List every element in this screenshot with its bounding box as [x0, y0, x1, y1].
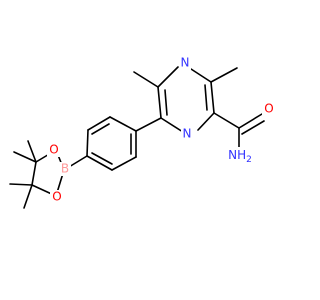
bond [27, 140, 37, 163]
atom-label-layer: N N O NH2 B O O [47, 56, 276, 204]
bond [197, 112, 215, 131]
bond [9, 183, 33, 186]
oxygen-atom-label: O [49, 143, 58, 157]
bond [111, 156, 137, 171]
bond [109, 116, 137, 132]
boron-atom-label: B [61, 162, 69, 176]
bond [31, 161, 37, 186]
oxygen-atom-label: O [264, 102, 273, 116]
amide-nh2-label: NH2 [228, 148, 252, 165]
bond [210, 67, 238, 83]
bond [91, 152, 113, 165]
nh-text: NH [228, 148, 246, 162]
bond [238, 113, 263, 129]
nitrogen-atom-label: N [181, 56, 190, 70]
bond [241, 120, 265, 135]
bond-layer [9, 66, 265, 209]
bond [133, 71, 159, 88]
oxygen-atom-label: O [52, 190, 61, 204]
bond [87, 116, 111, 131]
bond [13, 151, 37, 163]
bond [164, 89, 168, 116]
nitrogen-atom-label: N [183, 127, 192, 141]
bond [157, 66, 179, 88]
bond [213, 112, 240, 129]
bond [160, 117, 184, 133]
molecule-canvas: N N O NH2 B O O [9, 55, 276, 209]
structure-drawing: N N O NH2 B O O [9, 55, 276, 209]
bond [86, 129, 89, 157]
bond [210, 81, 215, 114]
bond [190, 68, 212, 83]
bond [86, 155, 113, 171]
nh2-subscript: 2 [246, 155, 252, 165]
bond [204, 84, 208, 111]
bond [135, 117, 162, 132]
bond [23, 184, 33, 209]
bond [157, 86, 162, 119]
bond [91, 123, 110, 135]
